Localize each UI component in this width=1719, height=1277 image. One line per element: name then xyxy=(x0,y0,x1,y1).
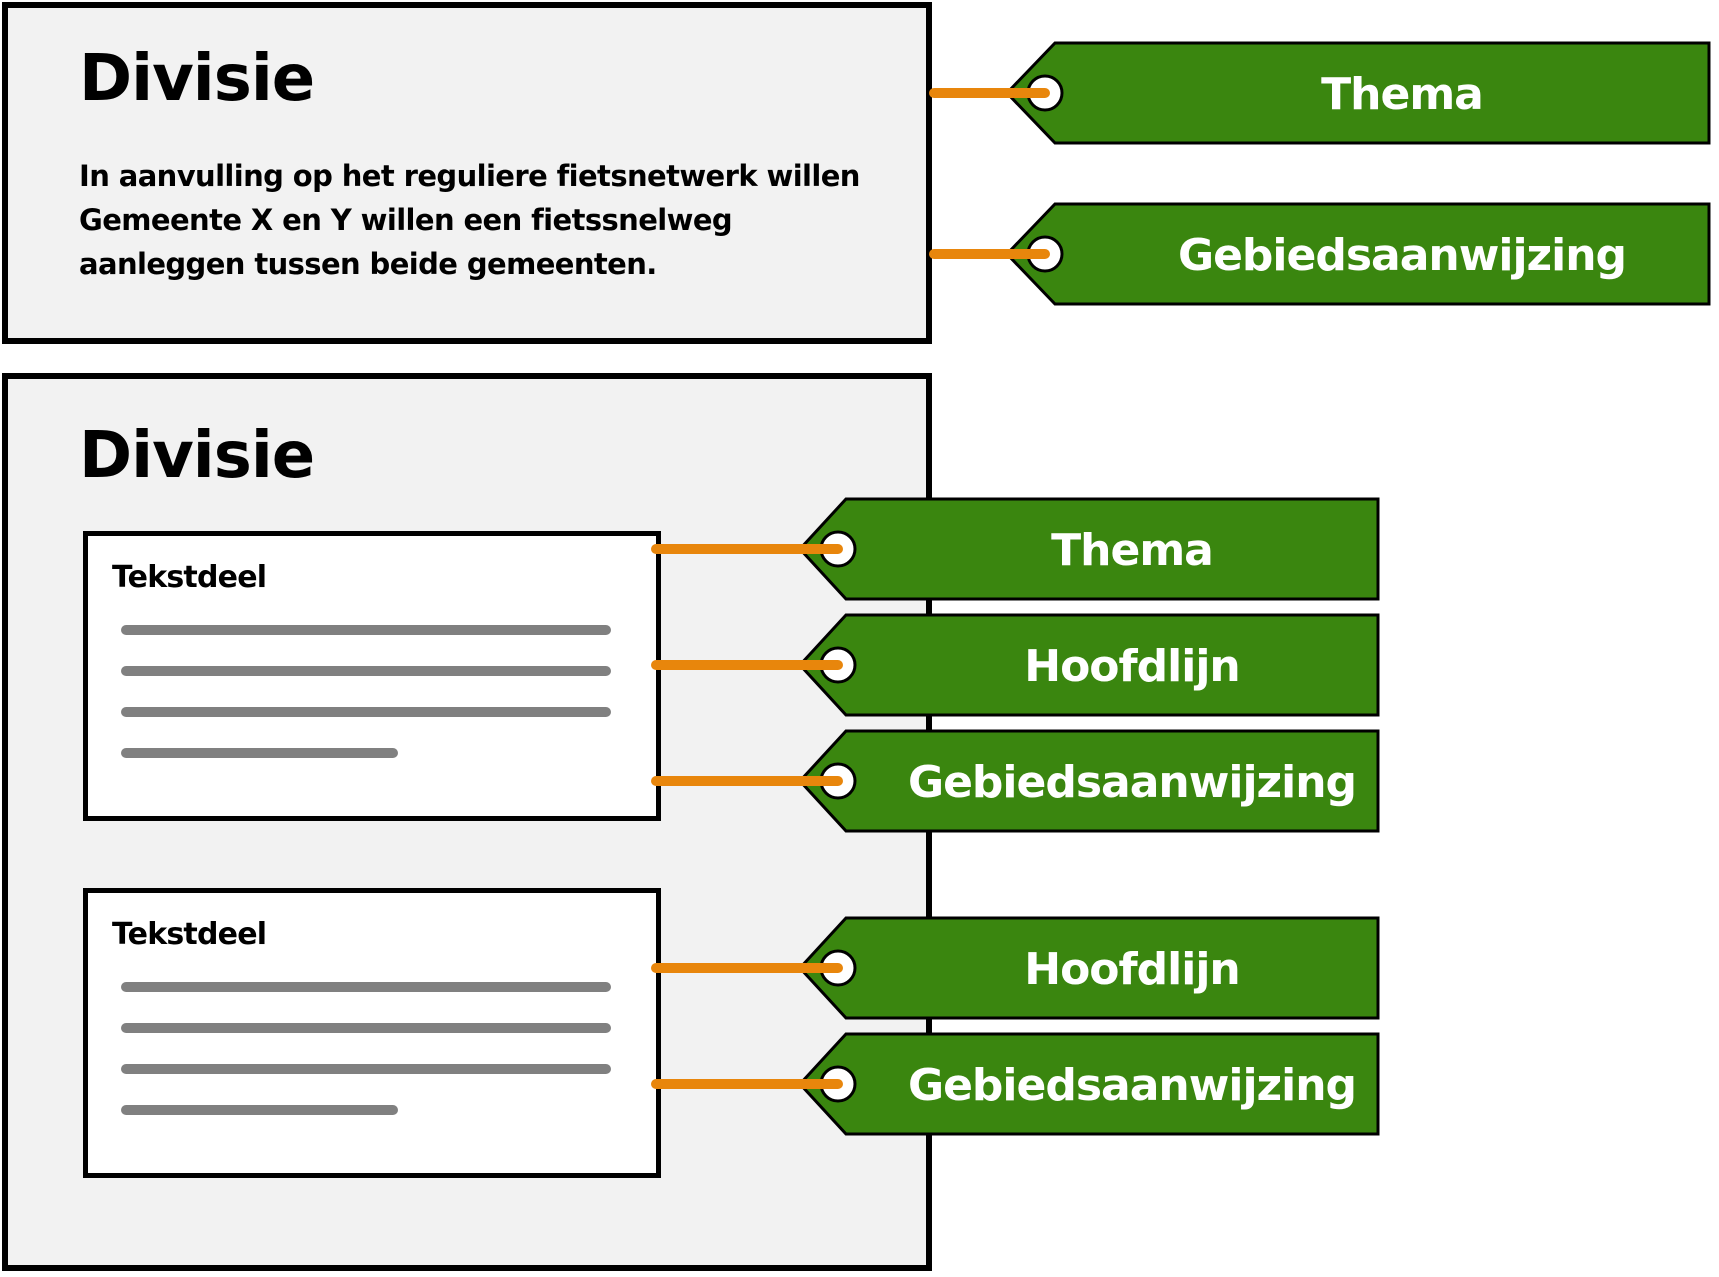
divisie-panel-1: Divisie In aanvulling op het reguliere f… xyxy=(2,2,932,344)
text-placeholder-line xyxy=(121,625,611,635)
tag-shape xyxy=(797,916,1380,1020)
tag-shape xyxy=(1004,202,1711,306)
tag-label: Gebiedsaanwijzing xyxy=(1178,230,1626,281)
tag-label: Thema xyxy=(1051,525,1213,576)
text-placeholder-line xyxy=(121,982,611,992)
tekstdeel-box: Tekstdeel xyxy=(83,888,661,1178)
text-placeholder-line xyxy=(121,666,611,676)
tekstdeel-box: Tekstdeel xyxy=(83,531,661,821)
tekstdeel-title: Tekstdeel xyxy=(112,560,267,595)
text-placeholder-line xyxy=(121,707,611,717)
tag-shape xyxy=(1004,41,1711,145)
tag-label: Thema xyxy=(1321,69,1483,120)
tag-shape xyxy=(797,613,1380,717)
text-placeholder-line xyxy=(121,1023,611,1033)
divisie-title: Divisie xyxy=(79,42,315,116)
text-placeholder-line xyxy=(121,1064,611,1074)
tag-label: Gebiedsaanwijzing xyxy=(908,757,1356,808)
tag-shape xyxy=(797,729,1380,833)
tag-label: Gebiedsaanwijzing xyxy=(908,1060,1356,1111)
divisie-body-text: In aanvulling op het reguliere fietsnetw… xyxy=(79,159,860,281)
tag-shape xyxy=(797,497,1380,601)
tekstdeel-title: Tekstdeel xyxy=(112,917,267,952)
text-placeholder-line xyxy=(121,748,398,758)
tag-shape xyxy=(797,1032,1380,1136)
text-placeholder-line xyxy=(121,1105,398,1115)
divisie-title: Divisie xyxy=(79,419,315,493)
tag-label: Hoofdlijn xyxy=(1024,944,1240,995)
divisie-panel-2: Divisie Tekstdeel Tekstdeel xyxy=(2,373,932,1271)
tag-label: Hoofdlijn xyxy=(1024,641,1240,692)
